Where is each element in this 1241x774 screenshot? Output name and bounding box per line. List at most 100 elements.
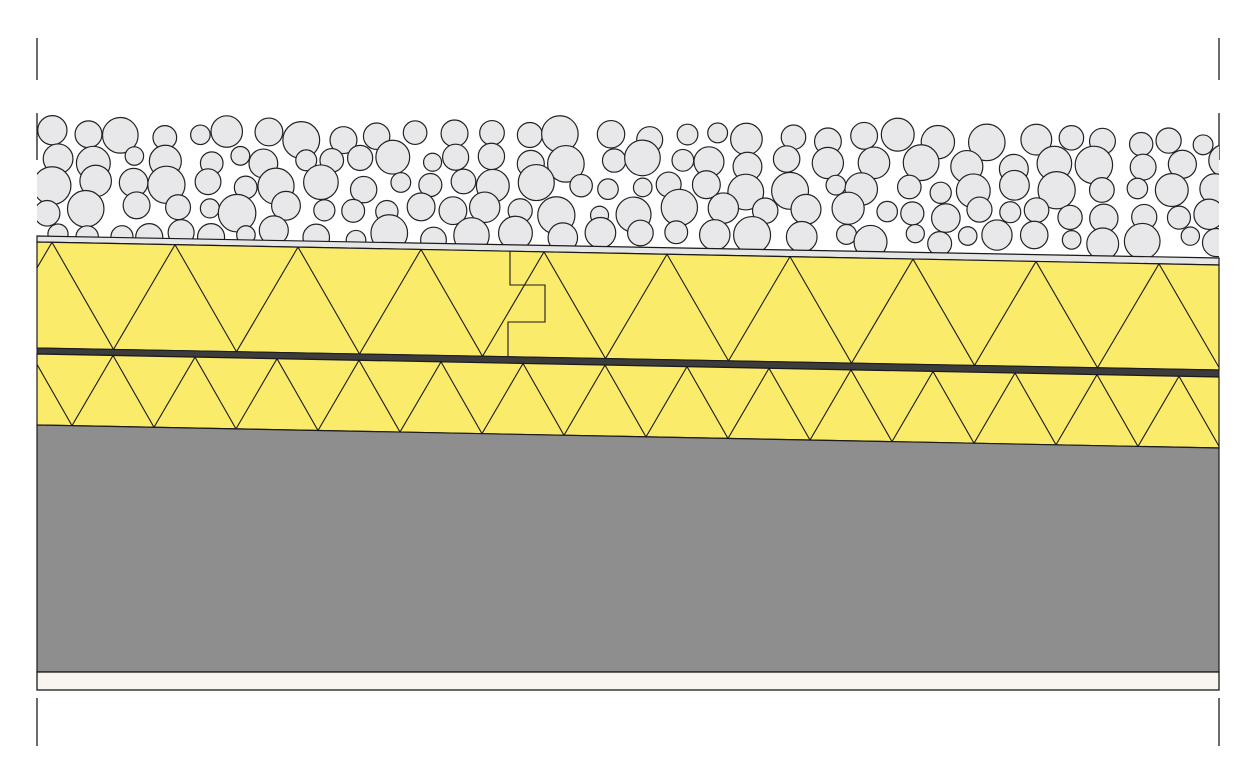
gravel-stone [349,175,378,204]
gravel-stone [569,173,593,198]
layer-bands [36,235,1220,691]
gravel-stone [210,115,244,148]
gravel-stone [441,143,470,171]
gravel-stone [853,224,888,258]
gravel-stone [1020,123,1053,156]
upper-insulation-pattern [37,242,1219,370]
gravel-stone [438,196,468,226]
gravel-stone [1088,177,1115,203]
gravel-stone [517,163,555,202]
gravel-stone [390,172,412,193]
gravel-stone [1037,171,1076,210]
gravel-stone [772,145,801,173]
gravel-stone [402,120,428,146]
gravel-stone [37,115,68,146]
boundary-ticks [36,38,1220,746]
gravel-stone [329,126,358,155]
gravel-stone [254,117,284,147]
gravel-stone [831,191,865,225]
gravel-stone [597,178,619,201]
gravel-stone [190,124,211,146]
gravel-stone [957,226,978,246]
gravel-stone [1123,222,1161,258]
gravel-stone [1128,131,1154,157]
gravel-stone [835,223,858,245]
gravel-stone [1154,173,1189,208]
gravel-stone [313,199,336,222]
gravel-stone [124,146,145,166]
gravel-stone [927,231,953,257]
gravel-stone [37,166,72,206]
gravel-stone [1193,198,1219,231]
gravel-stone [902,144,940,182]
gravel-stone [811,146,845,180]
gravel-stone [691,170,721,200]
gravel-stone [729,122,763,156]
gravel-stone [601,148,627,173]
gravel-stone [660,188,699,227]
gravel-stone [785,220,818,253]
gravel-stone [896,174,922,200]
gravel-stone [707,122,729,144]
gravel-stone [440,119,469,148]
gravel-stone [66,189,105,228]
gravel-stone [1192,134,1214,156]
ceiling-plaster-band [36,671,1220,691]
gravel-stone [929,181,952,204]
gravel-stone [676,123,699,146]
gravel-stone [122,191,151,220]
gravel-stone [270,190,301,221]
lower-insulation-pattern [37,354,1219,448]
gravel-stone [295,149,318,172]
gravel-stone [930,203,961,233]
gravel-stone [303,164,339,201]
gravel-stone [1208,143,1219,178]
gravel-stone [546,144,585,183]
gravel-stone [905,223,925,244]
gravel-stone [516,121,544,149]
gravel-stone [671,148,695,172]
gravel-stone [1180,226,1201,246]
gravel-stone [477,142,506,171]
gravel-stone [880,117,915,152]
gravel-stone [966,196,993,223]
gravel-stone [967,123,1006,162]
gravel-stone [584,216,617,249]
gravel-stone [165,194,192,221]
gravel-stone [981,219,1013,251]
gravel-stone [998,169,1030,201]
gravel-stone [199,198,220,219]
gravel-stone [1086,227,1120,258]
gravel-stone [624,139,661,177]
gravel-stone [194,168,222,196]
gravel-stone [1058,124,1085,151]
gravel-stone [664,220,689,245]
gravel-stone [707,192,740,224]
gravel-stone [1057,204,1083,231]
gravel-stone [900,201,925,226]
upper-insulation-zigzag [37,242,1219,370]
gravel-stone [450,168,477,195]
gravel-stone [825,174,847,196]
gravel-layer [37,115,1219,258]
gravel-stone [37,199,61,227]
gravel-stone [1061,229,1082,250]
gravel-stone [422,152,443,172]
gravel-stone [733,215,772,255]
gravel-stone [468,191,501,224]
gravel-stone [375,139,411,175]
gravel-stone [1126,177,1149,200]
lower-insulation-zigzag [37,354,1219,448]
gravel-stone [74,120,103,149]
gravel-stone [596,119,626,149]
gravel-stone [1201,227,1219,258]
gravel-stone [999,201,1022,224]
gravel-stone [790,193,822,225]
gravel-stone [346,144,374,172]
concrete-slab-band [36,424,1220,673]
gravel-stone [876,200,899,223]
gravel-stone [230,145,251,166]
gravel-stone [1129,153,1157,181]
gravel-stone [1155,127,1182,154]
